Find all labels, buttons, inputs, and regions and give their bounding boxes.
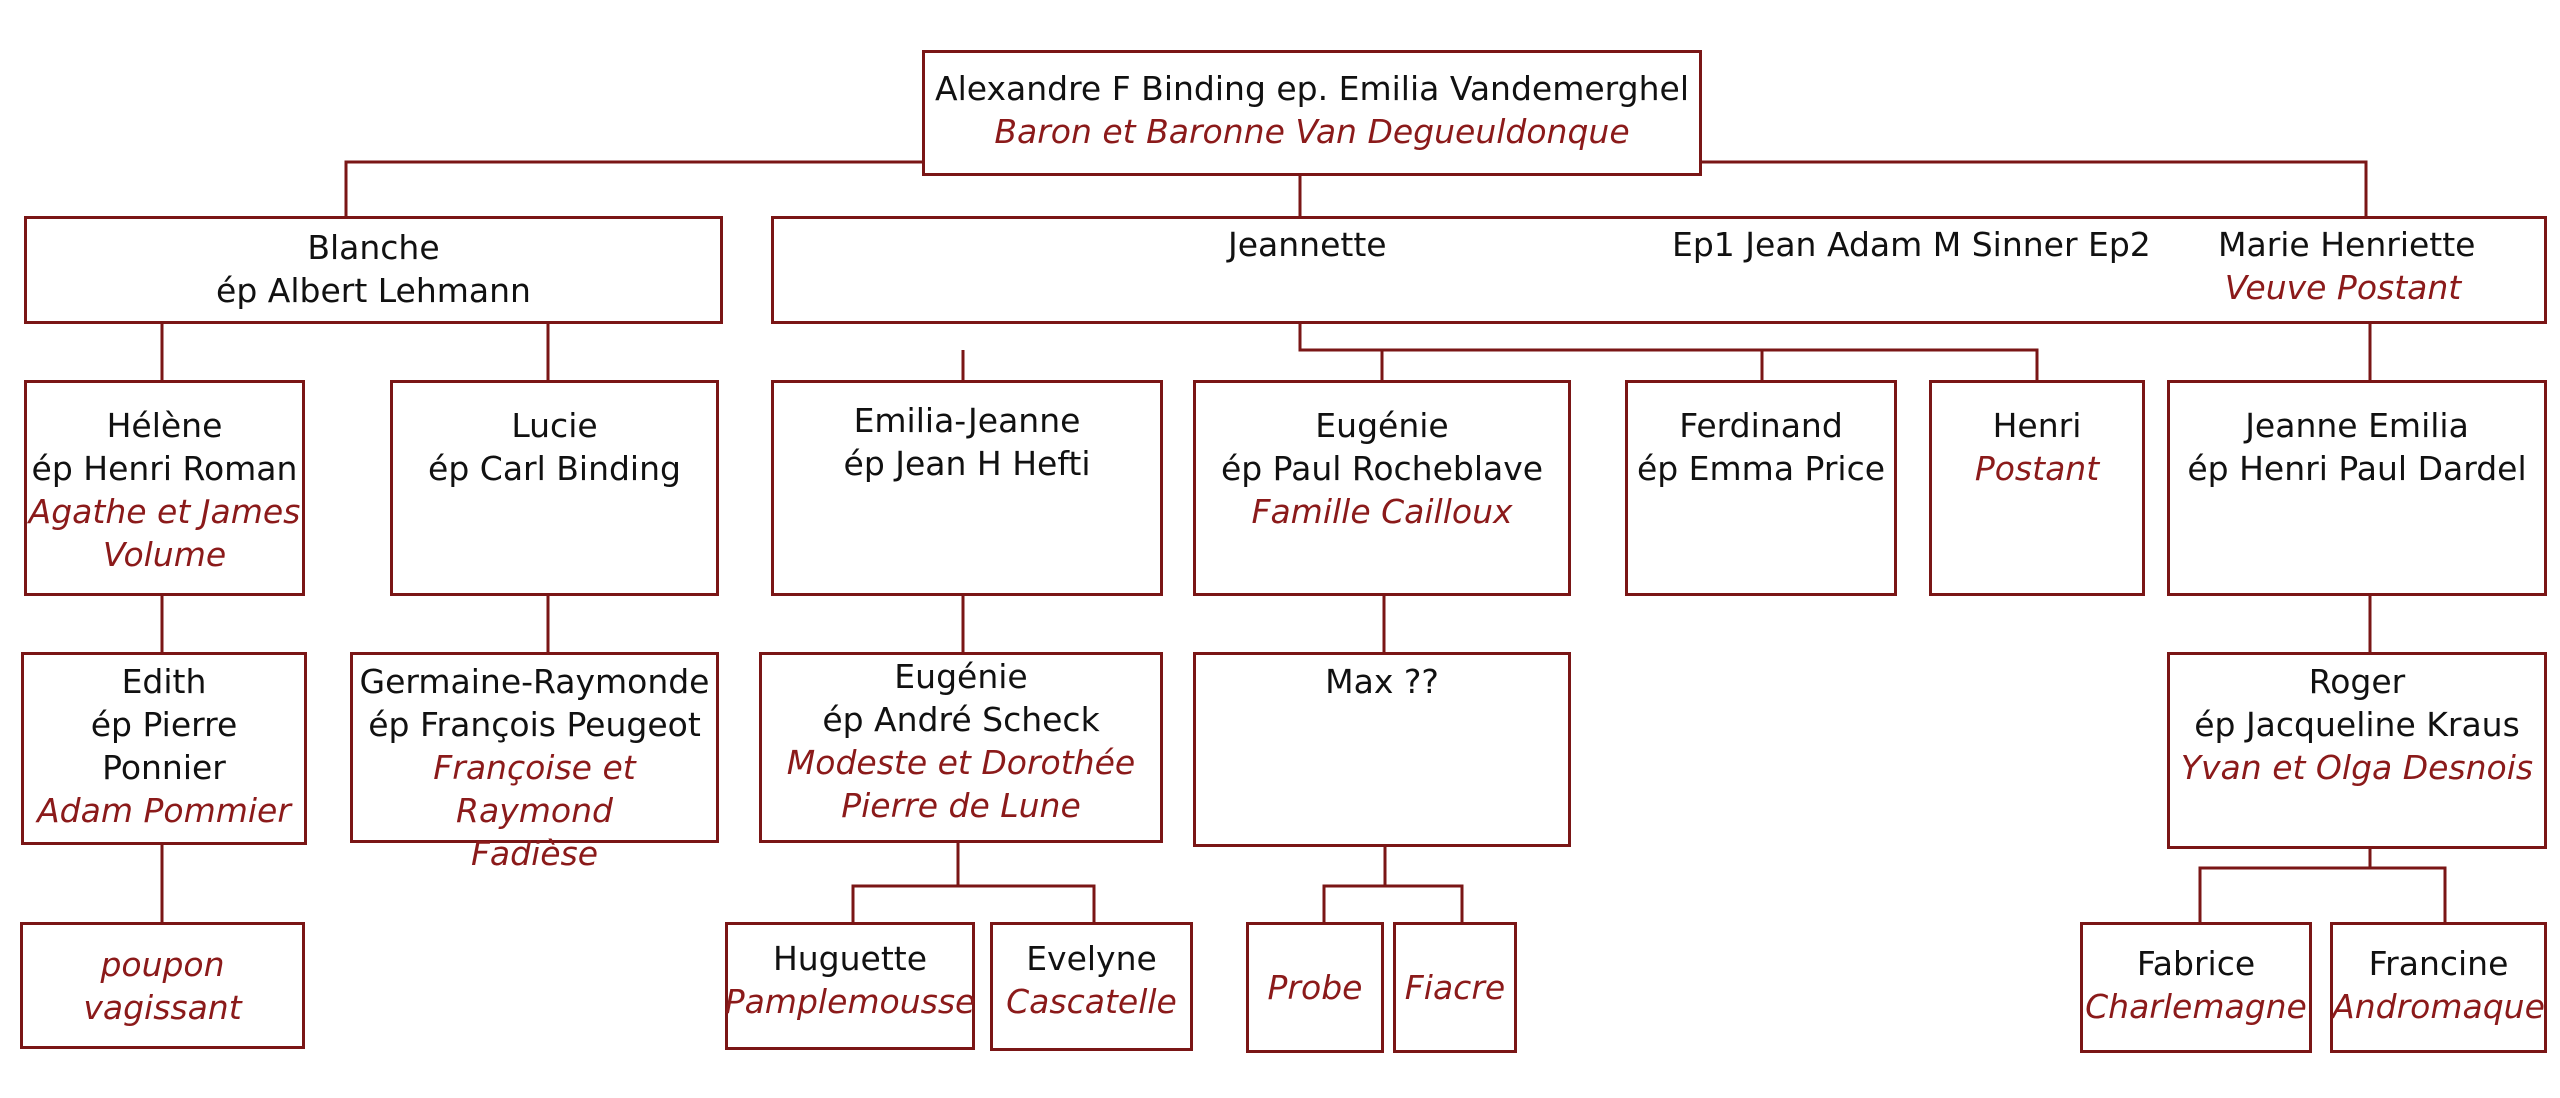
person-name: Fabrice bbox=[2136, 944, 2256, 983]
node-emilia-jeanne: Emilia-Jeanne ép Jean H Hefti bbox=[771, 380, 1163, 596]
person-alias: poupon vagissant bbox=[83, 944, 242, 1027]
person-name: Lucie bbox=[511, 406, 598, 445]
node-jeanne-emilia: Jeanne Emilia ép Henri Paul Dardel bbox=[2167, 380, 2547, 596]
person-name: Edith bbox=[121, 662, 207, 701]
person-name: Max ?? bbox=[1325, 662, 1439, 701]
person-name: Germaine-Raymonde bbox=[359, 662, 710, 701]
person-spouse: ép Carl Binding bbox=[428, 449, 681, 488]
person-spouse: ép François Peugeot bbox=[368, 705, 701, 744]
person-name: Roger bbox=[2308, 662, 2406, 701]
node-huguette: Huguette Pamplemousse bbox=[725, 922, 975, 1050]
person-spouse: ép Henri Roman bbox=[31, 449, 298, 488]
person-name: Eugénie bbox=[894, 657, 1028, 696]
person-name: Jeanne Emilia bbox=[2245, 406, 2469, 445]
person-spouse: ép Pierre Ponnier bbox=[90, 705, 238, 787]
person-spouse: ép Paul Rocheblave bbox=[1220, 449, 1544, 488]
root-node: Alexandre F Binding ep. Emilia Vandemerg… bbox=[922, 50, 1702, 176]
node-jeannette-union bbox=[771, 216, 2547, 324]
person-name: Francine bbox=[2368, 944, 2509, 983]
node-probe: Probe bbox=[1246, 922, 1384, 1053]
node-blanche: Blanche ép Albert Lehmann bbox=[24, 216, 723, 324]
person-spouse: ép Emma Price bbox=[1636, 449, 1886, 488]
person-name: Marie Henriette bbox=[2218, 225, 2476, 264]
person-alias: Adam Pommier bbox=[37, 791, 291, 830]
person-name: Alexandre F Binding ep. Emilia Vandemerg… bbox=[935, 69, 1689, 108]
person-alias: Agathe et James bbox=[28, 492, 301, 531]
person-alias: Andromaque bbox=[2332, 987, 2545, 1026]
person-name: Hélène bbox=[106, 406, 223, 445]
node-fabrice: Fabrice Charlemagne bbox=[2080, 922, 2312, 1053]
person-alias: Veuve Postant bbox=[2224, 268, 2462, 307]
node-roger: Roger ép Jacqueline Kraus Yvan et Olga D… bbox=[2167, 652, 2547, 849]
node-henri: Henri Postant bbox=[1929, 380, 2145, 596]
person-name: Emilia-Jeanne bbox=[853, 401, 1081, 440]
person-alias: Postant bbox=[1974, 449, 2100, 488]
person-spouse: ép Henri Paul Dardel bbox=[2187, 449, 2527, 488]
person-spouse: ép André Scheck bbox=[822, 700, 1100, 739]
person-alias: Pamplemousse bbox=[724, 982, 976, 1021]
person-alias: Baron et Baronne Van Degueuldonque bbox=[994, 112, 1630, 151]
node-lucie: Lucie ép Carl Binding bbox=[390, 380, 719, 596]
person-name: Blanche bbox=[307, 228, 440, 267]
node-poupon: poupon vagissant bbox=[20, 922, 305, 1049]
person-marie-henriette: Marie Henriette Veuve Postant bbox=[2218, 223, 2475, 309]
person-name: Henri bbox=[1992, 406, 2082, 445]
node-eugenie-rocheblave: Eugénie ép Paul Rocheblave Famille Caill… bbox=[1193, 380, 1571, 596]
person-alias-cont: Pierre de Lune bbox=[841, 786, 1081, 825]
person-alias: Yvan et Olga Desnois bbox=[2180, 748, 2534, 787]
connector-line bbox=[851, 884, 1096, 922]
connector-line bbox=[2198, 866, 2447, 922]
person-name: Eugénie bbox=[1315, 406, 1449, 445]
connector-line bbox=[1322, 884, 1464, 922]
person-name: Evelyne bbox=[1026, 939, 1157, 978]
node-helene: Hélène ép Henri Roman Agathe et James Vo… bbox=[24, 380, 305, 596]
person-alias-cont: Volume bbox=[102, 535, 227, 574]
person-spouse: ép Albert Lehmann bbox=[216, 271, 531, 310]
node-evelyne: Evelyne Cascatelle bbox=[990, 922, 1193, 1051]
person-alias: Modeste et Dorothée bbox=[786, 743, 1136, 782]
person-alias: Probe bbox=[1267, 968, 1363, 1007]
person-spouse: ép Jacqueline Kraus bbox=[2194, 705, 2520, 744]
person-name-jeannette: Jeannette bbox=[1228, 225, 1387, 264]
person-alias: Charlemagne bbox=[2085, 987, 2307, 1026]
union-spouse-label: Ep1 Jean Adam M Sinner Ep2 bbox=[1672, 225, 2151, 264]
node-germaine-raymonde: Germaine-Raymonde ép François Peugeot Fr… bbox=[350, 652, 719, 873]
person-alias: Famille Cailloux bbox=[1251, 492, 1513, 531]
node-francine: Francine Andromaque bbox=[2330, 922, 2547, 1053]
node-edith: Edith ép Pierre Ponnier Adam Pommier bbox=[21, 652, 307, 845]
person-alias: Cascatelle bbox=[1006, 982, 1177, 1021]
person-alias: Françoise et Raymond bbox=[433, 748, 636, 830]
connector-line bbox=[1298, 324, 2039, 380]
connector-line bbox=[344, 160, 922, 216]
node-max: Max ?? bbox=[1193, 652, 1571, 847]
person-alias-cont: Fadièse bbox=[470, 834, 599, 873]
person-name: Huguette bbox=[772, 939, 928, 978]
person-alias: Fiacre bbox=[1404, 968, 1506, 1007]
person-spouse: ép Jean H Hefti bbox=[843, 444, 1091, 483]
connector-line bbox=[1702, 160, 2368, 216]
node-fiacre: Fiacre bbox=[1393, 922, 1517, 1053]
person-name: Ferdinand bbox=[1679, 406, 1843, 445]
node-ferdinand: Ferdinand ép Emma Price bbox=[1625, 380, 1897, 596]
node-eugenie-scheck: Eugénie ép André Scheck Modeste et Dorot… bbox=[759, 652, 1163, 843]
